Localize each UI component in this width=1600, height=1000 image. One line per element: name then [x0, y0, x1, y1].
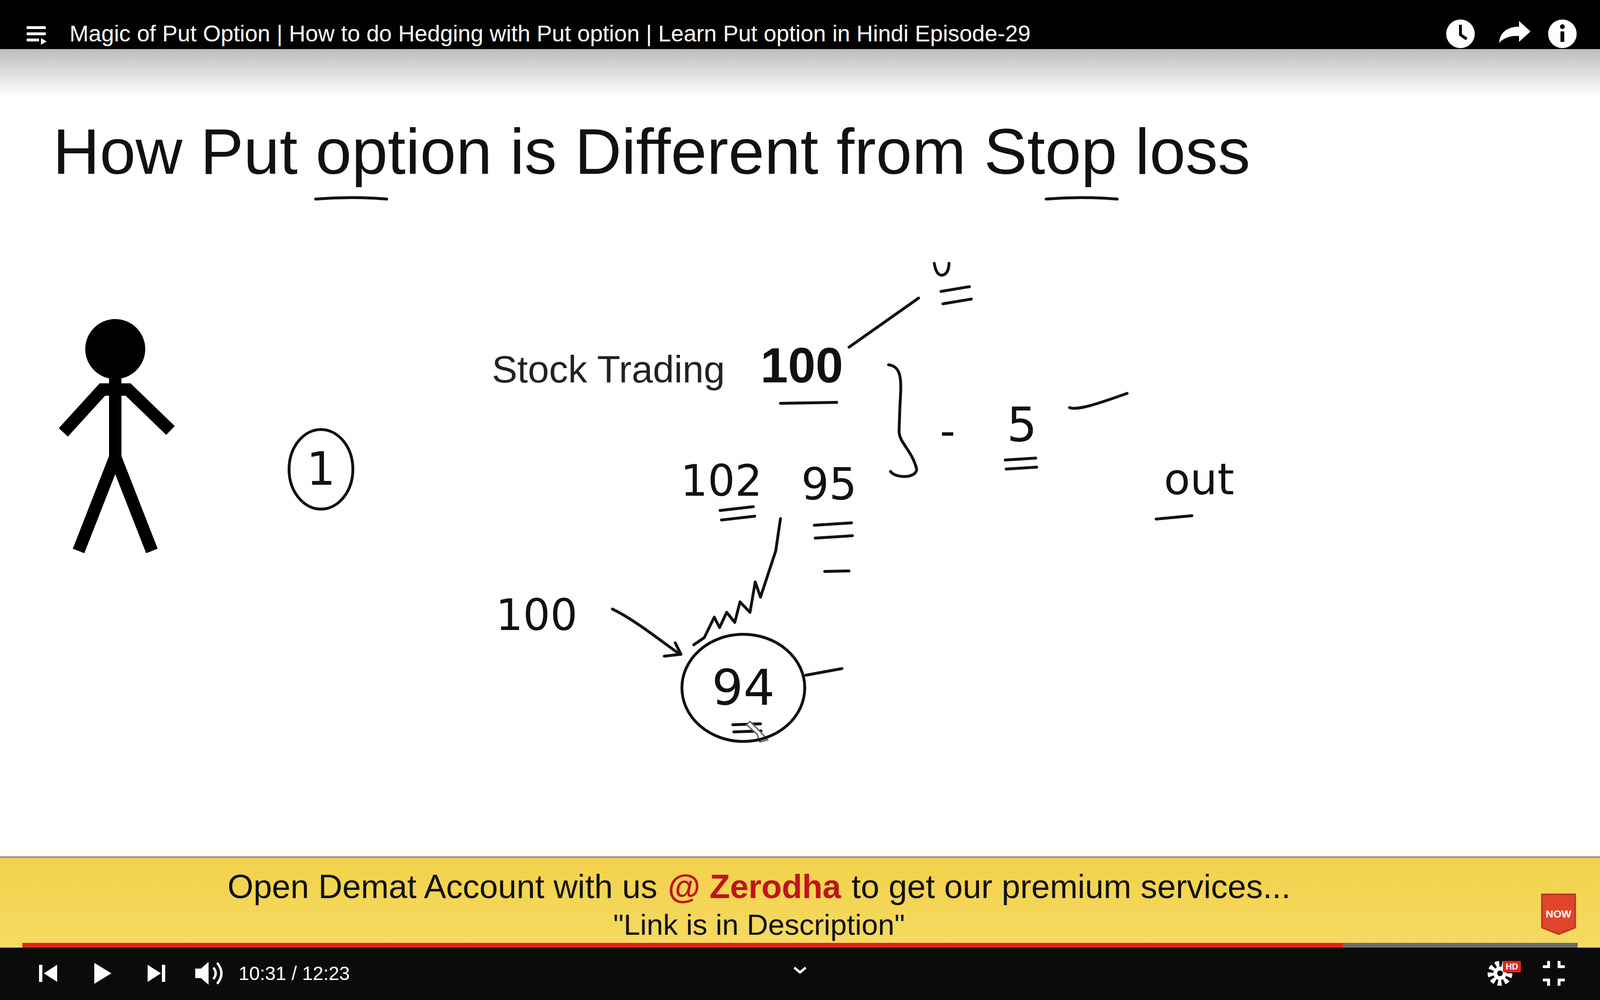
- title-underlines: [315, 197, 1118, 200]
- banner-text: to get our premium services...: [851, 867, 1291, 907]
- ad-banner: [0, 857, 1600, 948]
- underline: [315, 197, 387, 200]
- dash-mark: [805, 668, 842, 676]
- underline: [780, 402, 837, 404]
- play-icon: [94, 962, 112, 984]
- banner-note: "Link is in Description": [613, 907, 906, 942]
- stick-figure: [63, 319, 171, 551]
- clock-icon: [1446, 19, 1475, 49]
- banner-text: Open Demat Account with us: [227, 867, 658, 907]
- subscribe-badge: [1541, 894, 1576, 935]
- dash-mark: [824, 570, 850, 572]
- info-bar: [1560, 31, 1565, 42]
- handwritten-number: 95: [800, 459, 857, 510]
- next-icon: [147, 964, 161, 982]
- tick-mark: [934, 263, 950, 276]
- underline: [1046, 197, 1118, 200]
- next-bar: [161, 964, 166, 982]
- chevron-icon: [794, 967, 806, 973]
- banner-brand: @ Zerodha: [667, 867, 841, 907]
- player-bar: [0, 947, 1600, 1000]
- tick-mark: [1069, 393, 1128, 409]
- prev-bar: [39, 964, 43, 982]
- clock-hands: [1460, 24, 1467, 40]
- handwritten-number: 5: [1006, 397, 1038, 453]
- banner-border: [0, 856, 1600, 859]
- playlist-icon: [26, 27, 47, 45]
- fullscreen-exit-icon: [1542, 960, 1565, 986]
- hd-text: HD: [1505, 961, 1519, 972]
- volume-icon: [195, 961, 209, 985]
- equals-mark: [1006, 467, 1037, 470]
- price-squiggle: [693, 518, 781, 645]
- time-display: 10:31 / 12:23: [238, 962, 350, 985]
- equals-mark: [815, 535, 853, 539]
- circled-number: 1: [287, 428, 355, 511]
- equals-mark: [942, 299, 972, 304]
- icon-line: [26, 38, 40, 42]
- figure-body: [63, 376, 171, 551]
- top-shade: [0, 49, 1600, 97]
- volume-wave: [217, 962, 222, 984]
- badge-shape: [1541, 894, 1576, 935]
- figure-legs: [78, 457, 152, 551]
- slide-title: How Put option is Different from Stop lo…: [52, 114, 1251, 189]
- slide-text: Stock Trading: [491, 347, 725, 392]
- node-text: 1: [306, 444, 336, 495]
- clock-face: [1446, 19, 1475, 49]
- stock-price: 100: [760, 337, 844, 395]
- handwritten-sign: -: [940, 406, 956, 456]
- info-icon: [1548, 19, 1577, 49]
- equals-mark: [1005, 458, 1036, 460]
- handwritten-number: 100: [495, 590, 578, 640]
- banner-line: Open Demat Account with us@ Zerodhato ge…: [227, 867, 1291, 907]
- gear-hole: [1497, 970, 1503, 977]
- icon-triangle: [40, 38, 47, 45]
- handwritten-marks: [612, 263, 1192, 732]
- equals-mark: [721, 516, 755, 520]
- ellipse-outline: [289, 429, 353, 510]
- badge-text: NOW: [1545, 908, 1572, 920]
- handwritten-note: out: [1163, 454, 1234, 505]
- figure-head: [85, 319, 146, 380]
- icon-line: [26, 26, 46, 30]
- share-icon: [1499, 20, 1531, 43]
- circled-price: 94: [680, 632, 807, 743]
- node-text: 94: [711, 660, 775, 715]
- title-bar: [0, 0, 1600, 50]
- info-circle: [1548, 19, 1577, 49]
- icon-line: [26, 32, 46, 36]
- leader-stroke: [849, 298, 919, 348]
- hd-badge: [1502, 960, 1521, 973]
- equals-mark: [814, 522, 852, 526]
- arrow-head: [664, 642, 681, 657]
- handwritten-number: 102: [680, 456, 763, 506]
- player-controls: [39, 960, 1565, 986]
- prev-icon: [43, 964, 58, 982]
- progress-track: [22, 942, 1578, 948]
- info-dot: [1560, 24, 1565, 30]
- progress-played: [22, 942, 1343, 948]
- arrow-stroke: [612, 609, 679, 654]
- equals-mark: [940, 286, 970, 292]
- brace: [888, 364, 917, 477]
- figure-arms: [63, 389, 171, 433]
- underline: [1156, 515, 1192, 520]
- video-title: Magic of Put Option | How to do Hedging …: [69, 20, 1031, 47]
- volume-wave: [213, 967, 216, 980]
- equals-mark: [720, 506, 754, 511]
- ellipse-outline: [681, 634, 805, 742]
